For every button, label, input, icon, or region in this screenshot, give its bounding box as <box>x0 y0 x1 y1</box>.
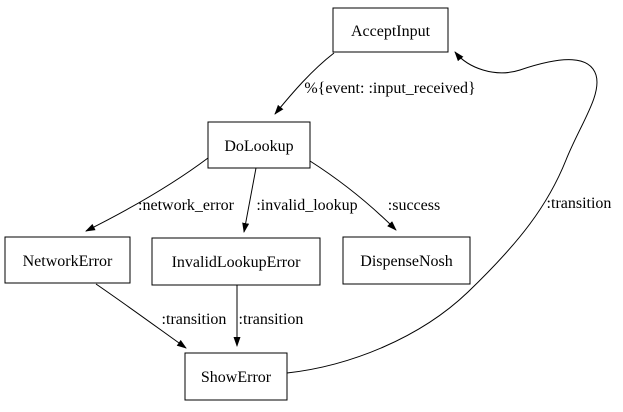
node-box-dolookup <box>207 121 311 169</box>
node-box-invalidlookuperror <box>151 237 321 286</box>
edge-dolookup-networkerror <box>85 157 209 232</box>
edge-label-transition-right: :transition <box>547 195 612 212</box>
node-label-dispensenosh: DispenseNosh <box>360 253 452 270</box>
edge-dolookup-invalidlookuperror <box>242 167 257 233</box>
node-dispensenosh: DispenseNosh <box>342 236 471 285</box>
edge-networkerror-showerror <box>95 283 187 349</box>
node-box-networkerror <box>4 236 131 284</box>
edge-acceptinput-dolookup <box>274 52 335 115</box>
node-label-networkerror: NetworkError <box>23 253 113 270</box>
node-box-showerror <box>184 352 288 401</box>
node-acceptinput: AcceptInput <box>332 7 449 53</box>
edge-dolookup-dispensenosh <box>309 160 397 231</box>
edge-label-invalid-lookup: :invalid_lookup <box>256 197 357 214</box>
node-showerror: ShowError <box>184 352 288 401</box>
node-networkerror: NetworkError <box>4 236 131 284</box>
edge-label-network-error: :network_error <box>138 197 235 214</box>
node-invalidlookuperror: InvalidLookupError <box>151 237 321 286</box>
edge-label-input-received: %{event: :input_received} <box>304 80 475 97</box>
node-box-acceptinput <box>332 7 449 53</box>
edge-label-success: :success <box>388 197 440 214</box>
node-label-showerror: ShowError <box>201 369 272 386</box>
edge-label-transition-middle: :transition <box>239 311 304 328</box>
edge-label-transition-left: :transition <box>162 311 227 328</box>
node-dolookup: DoLookup <box>207 121 311 169</box>
node-label-dolookup: DoLookup <box>224 138 293 155</box>
edge-group: %{event: :input_received} :network_error… <box>85 51 612 374</box>
node-label-acceptinput: AcceptInput <box>351 23 431 40</box>
edge-showerror-acceptinput <box>286 51 598 374</box>
node-label-invalidlookuperror: InvalidLookupError <box>172 254 302 271</box>
node-box-dispensenosh <box>342 236 471 285</box>
